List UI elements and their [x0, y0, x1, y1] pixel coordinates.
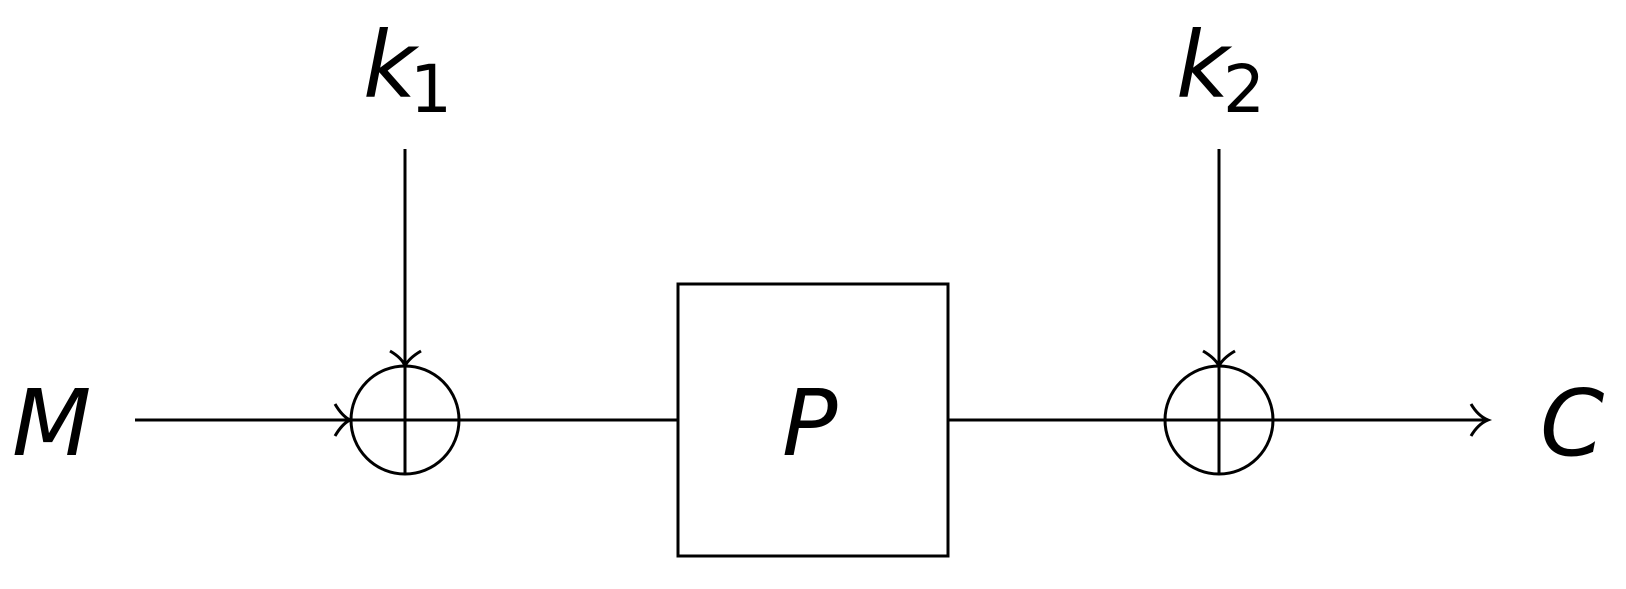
key1-subscript: 1 [410, 51, 452, 128]
key1-base: k [363, 12, 420, 119]
output-label: C [1540, 370, 1604, 477]
xor-node-1 [349, 364, 461, 476]
xor-node-2 [1163, 364, 1275, 476]
key2-label: k 2 [1176, 12, 1265, 128]
key2-subscript: 2 [1223, 51, 1265, 128]
permutation-label: P [782, 370, 838, 477]
input-label: M [12, 370, 91, 477]
permutation-box [676, 282, 950, 558]
arrowhead-output [1469, 403, 1493, 437]
key2-base: k [1176, 12, 1233, 119]
key1-label: k 1 [363, 12, 452, 128]
